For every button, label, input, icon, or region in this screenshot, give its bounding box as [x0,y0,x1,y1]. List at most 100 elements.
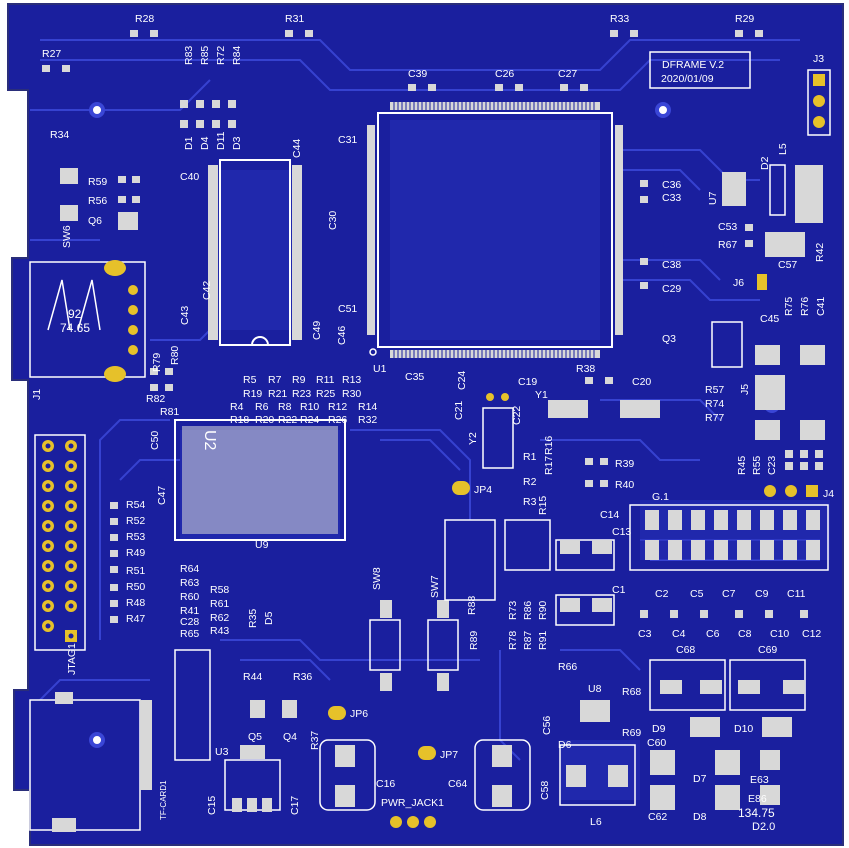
ref-label-d4: D4 [199,136,211,150]
ref-label-u2: U2 [201,430,218,451]
ref-label-d11: D11 [215,131,227,150]
ref-label-c28: C28 [180,616,199,628]
ref-label-r61: R61 [210,598,229,610]
ref-label-r21: R21 [268,388,287,400]
ref-label-c31: C31 [338,134,357,146]
ref-label-pwr-jack1: PWR_JACK1 [381,797,444,809]
ref-label-jp6: JP6 [350,708,368,720]
ref-label-r5: R5 [243,374,257,386]
ref-label-r7: R7 [268,374,282,386]
ref-label-u9: U9 [255,539,269,551]
ref-label-c10: C10 [770,628,789,640]
ref-label-d8: D8 [693,811,707,823]
ref-label-j1: J1 [31,389,43,400]
ref-label-tf-card1: TF-CARD1 [159,780,168,820]
ref-label-c39: C39 [408,68,427,80]
ref-label-r43: R43 [210,625,229,637]
ref-label-r42: R42 [814,243,826,262]
ref-label-d2: D2 [759,156,771,170]
ref-label-r85: R85 [199,46,211,65]
ref-label-r81: R81 [160,406,179,418]
mounting-hole [89,732,105,748]
dim-label-right: 134.75 [738,806,775,820]
ref-label-r17: R17 [543,456,555,475]
header-j3 [807,69,831,136]
ref-label-c12: C12 [802,628,821,640]
ref-label-r83: R83 [183,46,195,65]
g1-connector [629,504,829,571]
ref-label-r26: R26 [328,414,347,426]
ref-label-q5: Q5 [248,731,262,743]
ref-label-c38: C38 [662,259,681,271]
ref-label-j4: J4 [823,488,834,500]
ref-label-c68: C68 [676,644,695,656]
ref-label-y2: Y2 [467,432,479,445]
ref-label-r64: R64 [180,563,199,575]
ref-label-c9: C9 [755,588,769,600]
ref-label-c41: C41 [815,297,827,316]
ref-label-c50: C50 [149,431,161,450]
ref-label-r24: R24 [300,414,319,426]
ref-label-r40: R40 [615,479,634,491]
ref-label-u7: U7 [707,191,719,205]
ref-label-d5: D5 [263,611,275,625]
ref-label-c35: C35 [405,371,424,383]
ref-label-c3: C3 [638,628,652,640]
ref-label-r65: R65 [180,628,199,640]
silkscreen-labels: DFRAME V.2 2020/01/09 92 74.65 134.75 D2… [60,51,775,833]
ref-label-c20: C20 [632,376,651,388]
ref-label-c29: C29 [662,283,681,295]
ref-label-c19: C19 [518,376,537,388]
ref-label-sw7: SW7 [429,575,441,598]
ref-label-u3: U3 [215,746,229,758]
ref-label-r23: R23 [292,388,311,400]
ref-label-y1: Y1 [535,389,548,401]
ref-label-c6: C6 [706,628,720,640]
ref-label-c5: C5 [690,588,704,600]
ref-label-e86: E86 [748,793,767,805]
ref-label-c44: C44 [291,139,303,158]
bottom-components [174,400,806,812]
ref-label-r84: R84 [231,46,243,65]
ref-label-r36: R36 [293,671,312,683]
ref-label-c53: C53 [718,221,737,233]
dim-label-left-2: 74.65 [60,321,90,335]
board-date: 2020/01/09 [661,73,714,85]
ref-label-r59: R59 [88,176,107,188]
ref-label-r14: R14 [358,401,377,413]
ref-label-r72: R72 [215,46,227,65]
ref-label-j5: J5 [739,384,751,395]
version-mark: D2.0 [752,821,775,833]
ref-label-q4: Q4 [283,731,297,743]
ref-label-r69: R69 [622,727,641,739]
ref-label-r88: R88 [466,596,478,615]
dim-label-left: 92 [68,307,82,321]
mounting-hole [89,102,105,118]
ref-label-c60: C60 [647,737,666,749]
ref-label-j6: J6 [733,277,744,289]
ref-label-r9: R9 [292,374,306,386]
ref-label-r44: R44 [243,671,262,683]
ref-label-c4: C4 [672,628,686,640]
ref-label-sw8: SW8 [371,567,383,590]
ref-label-r62: R62 [210,612,229,624]
ref-label-r54: R54 [126,499,145,511]
ref-label-r57: R57 [705,384,724,396]
ref-label-r50: R50 [126,581,145,593]
ref-label-r27: R27 [42,48,61,60]
ref-label-c16: C16 [376,778,395,790]
ref-label-c14: C14 [600,509,619,521]
ref-label-r32: R32 [358,414,377,426]
ref-label-c11: C11 [787,588,806,600]
ref-label-d1: D1 [183,136,195,150]
ref-label-c56: C56 [541,716,553,735]
ref-label-r28: R28 [135,13,154,25]
ref-label-c21: C21 [453,401,465,420]
ref-label-r45: R45 [736,456,748,475]
ref-label-c26: C26 [495,68,514,80]
ref-label-d9: D9 [652,723,666,735]
ref-label-c64: C64 [448,778,467,790]
ref-label-r4: R4 [230,401,244,413]
ref-label-u8: U8 [588,683,602,695]
